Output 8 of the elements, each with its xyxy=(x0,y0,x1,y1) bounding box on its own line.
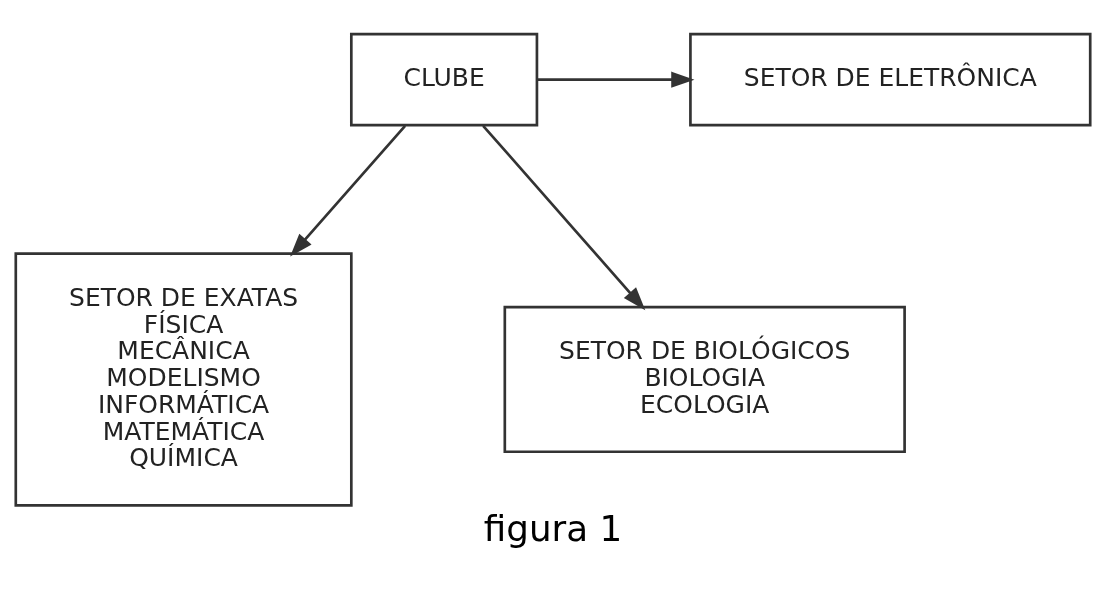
node-box: SETOR DE EXATAS FÍSICA MECÂNICA MODELISMO INFORMÁTICA MATEMÁTICA QUÍMICA xyxy=(14,251,353,507)
arrow xyxy=(482,124,646,310)
node-box: CLUBE xyxy=(350,32,539,126)
node-box: SETOR DE BIOLÓGICOS BIOLOGIA ECOLOGIA xyxy=(503,305,906,453)
node-box: SETOR DE ELETRÔNICA xyxy=(689,32,1092,126)
caption: figura 1 xyxy=(483,507,623,549)
arrow xyxy=(537,71,695,88)
arrow xyxy=(290,124,407,257)
